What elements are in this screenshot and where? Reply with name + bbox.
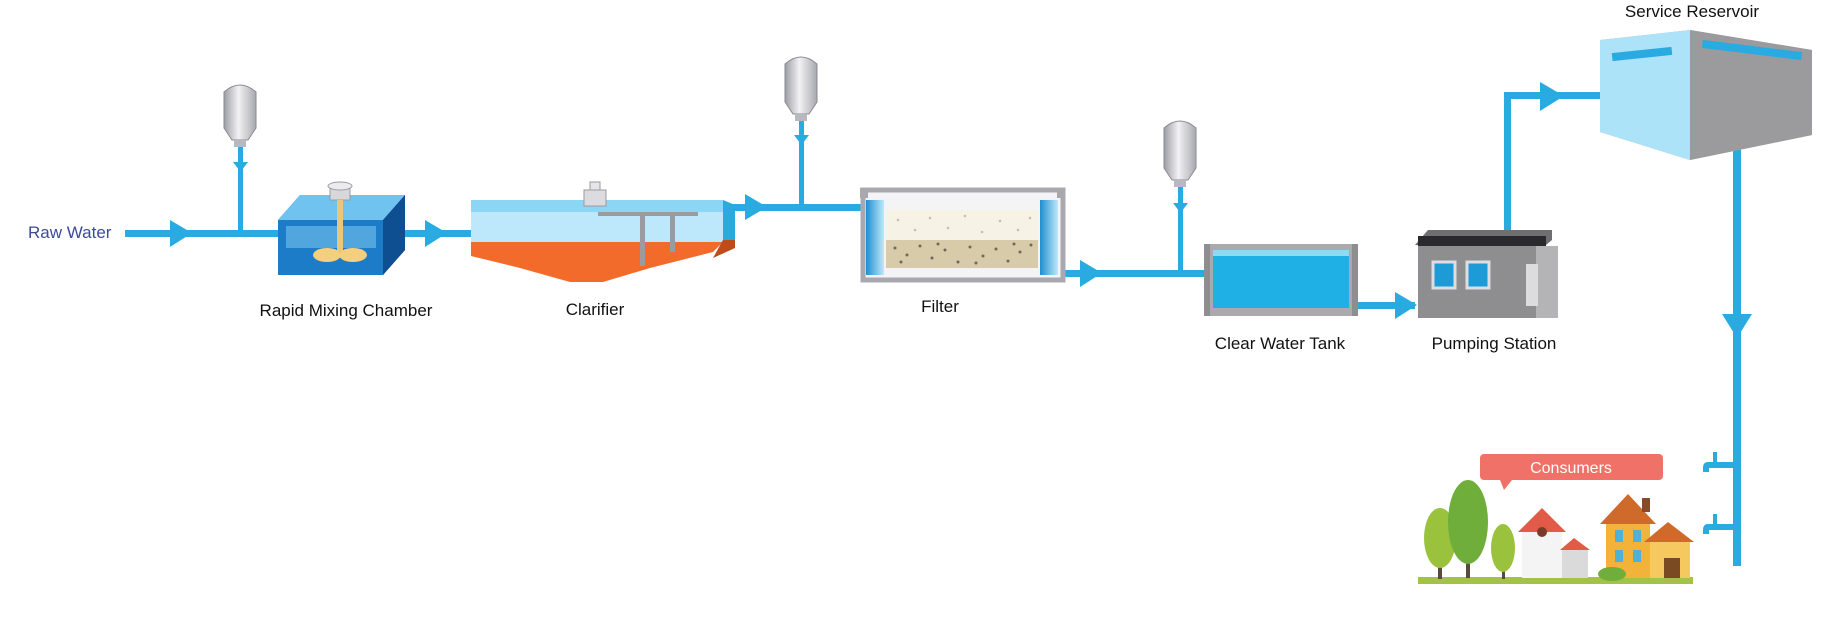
tap-handle <box>1713 514 1717 524</box>
tree-icon <box>1491 524 1515 579</box>
consumers-tag: Consumers <box>1480 454 1663 490</box>
ground-strip <box>1418 577 1693 584</box>
clear-water-tank-label: Clear Water Tank <box>1215 334 1346 353</box>
pipe-raw-inlet <box>125 230 280 237</box>
filter <box>860 187 1066 283</box>
raw-water-label: Raw Water <box>28 223 112 242</box>
pipe-clarifier-to-filter <box>726 204 870 211</box>
tree-icon <box>1424 508 1456 579</box>
consumers-label: Consumers <box>1530 460 1612 477</box>
pumping-station <box>1415 230 1558 318</box>
pipe-filter-to-tank <box>1040 270 1206 277</box>
tree-icon <box>1448 480 1488 578</box>
filter-media-dots <box>893 242 1033 265</box>
consumers-scene: Consumers <box>1418 454 1694 584</box>
flow-arrow-icon <box>1080 260 1102 287</box>
tap-icon <box>1703 462 1733 472</box>
flow-arrow-icon <box>425 220 447 247</box>
pipe-pump-riser <box>1504 92 1511 230</box>
chemical-hopper-1 <box>223 84 257 232</box>
chemical-hopper-3 <box>1163 120 1197 273</box>
clarifier-label: Clarifier <box>566 300 625 319</box>
clear-water-tank <box>1204 244 1358 316</box>
rapid-mixing-chamber-label: Rapid Mixing Chamber <box>260 301 433 320</box>
pumping-station-label: Pumping Station <box>1432 334 1557 353</box>
service-reservoir-label: Service Reservoir <box>1625 2 1759 21</box>
tap-icon <box>1703 524 1733 534</box>
tap-handle <box>1713 452 1717 462</box>
flow-arrow-icon <box>1540 82 1564 111</box>
house-icon <box>1518 508 1590 578</box>
pipe-tank-to-pump <box>1355 302 1415 309</box>
service-reservoir <box>1600 30 1812 160</box>
pipe-reservoir-down <box>1733 148 1741 566</box>
rapid-mixing-chamber <box>278 181 405 275</box>
filter-sand-dots <box>896 214 1032 234</box>
pipe-network <box>125 82 1752 566</box>
flow-arrow-icon <box>170 220 192 247</box>
clarifier <box>471 181 735 282</box>
chemical-hopper-2 <box>784 56 818 207</box>
flow-arrow-icon <box>1722 314 1752 338</box>
house-icon <box>1598 494 1694 581</box>
flow-arrow-icon <box>1395 292 1417 319</box>
flow-arrow-icon <box>745 194 767 220</box>
filter-label: Filter <box>921 297 959 316</box>
